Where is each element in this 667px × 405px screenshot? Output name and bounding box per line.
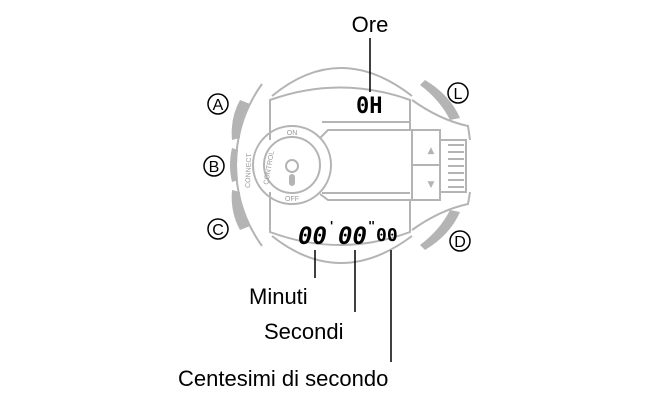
button-l-label: L (447, 82, 469, 104)
button-b-shape (230, 148, 238, 182)
button-a-label: A (207, 93, 229, 115)
crown-grip (448, 144, 464, 188)
svg-text:L: L (454, 86, 463, 103)
hours-label: Ore (352, 12, 389, 37)
svg-text:D: D (454, 234, 466, 251)
button-b-label: B (203, 155, 225, 177)
hundredths-display: 00 (376, 225, 398, 246)
minutes-label: Minuti (249, 284, 308, 309)
off-label: OFF (285, 196, 299, 203)
case-bottom (271, 235, 413, 264)
display-outline (269, 86, 411, 246)
svg-text:B: B (209, 159, 220, 176)
control-dial-circle (285, 159, 299, 173)
svg-text:A: A (213, 97, 224, 114)
button-c-label: C (207, 218, 229, 240)
seconds-label: Secondi (264, 319, 344, 344)
control-dial-indicator (289, 174, 295, 186)
on-label: ON (287, 130, 298, 137)
control-dial-outer (252, 125, 332, 205)
button-a-shape (231, 100, 250, 140)
control-dial-inner (263, 136, 321, 194)
svg-text:C: C (212, 222, 224, 239)
button-d-label: D (449, 230, 471, 252)
minutes-display: 00 (298, 222, 327, 250)
connect-label: CONNECT (245, 153, 253, 189)
hundredths-label: Centesimi di secondo (178, 366, 388, 391)
second-mark: " (368, 219, 375, 233)
up-arrow-icon: ▲ (428, 146, 435, 156)
button-c-shape (231, 190, 250, 230)
minute-mark: ' (328, 219, 335, 233)
button-l-shape (420, 80, 460, 120)
crown (411, 99, 471, 231)
seconds-display: 00 (338, 222, 367, 250)
button-d-shape (420, 210, 460, 250)
down-arrow-icon: ▼ (428, 180, 435, 190)
hours-display: 0H (356, 94, 383, 119)
case-top (271, 67, 413, 97)
